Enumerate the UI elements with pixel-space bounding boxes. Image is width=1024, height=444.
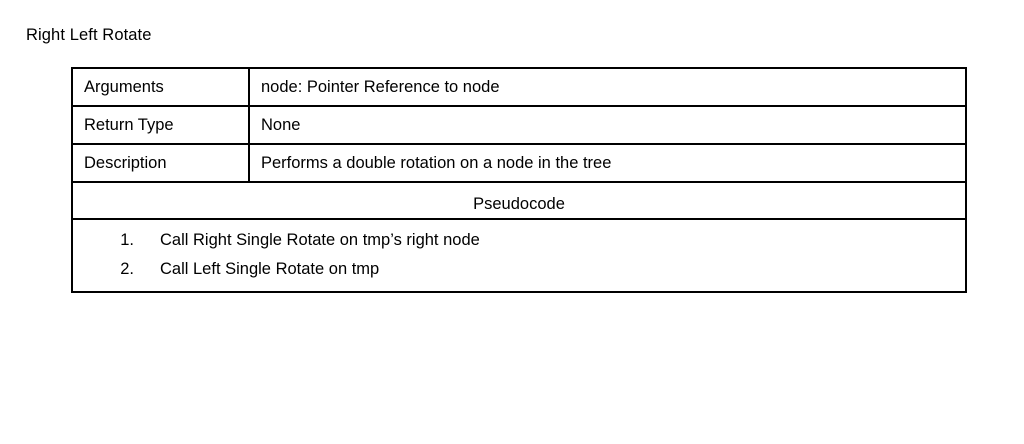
step-text: Call Left Single Rotate on tmp — [160, 260, 380, 278]
row-value-arguments: node: Pointer Reference to node — [248, 67, 967, 107]
step-number: 1. — [120, 231, 134, 249]
function-spec-table: Arguments node: Pointer Reference to nod… — [71, 67, 967, 293]
pseudocode-steps-cell: 1. Call Right Single Rotate on tmp’s rig… — [71, 218, 967, 293]
step-number: 2. — [120, 260, 134, 278]
table-row-pseudocode-header: Pseudocode — [71, 181, 967, 220]
table-row-steps: 1. Call Right Single Rotate on tmp’s rig… — [71, 218, 967, 293]
step-text: Call Right Single Rotate on tmp’s right … — [160, 231, 480, 249]
row-value-text: Performs a double rotation on a node in … — [261, 154, 612, 172]
table-row: Return Type None — [71, 105, 967, 145]
list-item: 2. Call Left Single Rotate on tmp — [73, 255, 965, 284]
row-value-return-type: None — [248, 105, 967, 145]
row-value-text: node: Pointer Reference to node — [261, 78, 500, 96]
row-label-return-type: Return Type — [71, 105, 250, 145]
row-label-text: Description — [84, 154, 167, 172]
row-label-text: Return Type — [84, 116, 174, 134]
pseudocode-header-cell: Pseudocode — [71, 181, 967, 220]
table-row: Arguments node: Pointer Reference to nod… — [71, 67, 967, 107]
row-value-description: Performs a double rotation on a node in … — [248, 143, 967, 183]
page-title: Right Left Rotate — [26, 26, 152, 44]
table-row: Description Performs a double rotation o… — [71, 143, 967, 183]
row-label-text: Arguments — [84, 78, 164, 96]
pseudocode-header-text: Pseudocode — [473, 195, 565, 213]
pseudocode-steps-list: 1. Call Right Single Rotate on tmp’s rig… — [73, 220, 965, 291]
row-label-description: Description — [71, 143, 250, 183]
row-label-arguments: Arguments — [71, 67, 250, 107]
list-item: 1. Call Right Single Rotate on tmp’s rig… — [73, 226, 965, 255]
row-value-text: None — [261, 116, 301, 134]
